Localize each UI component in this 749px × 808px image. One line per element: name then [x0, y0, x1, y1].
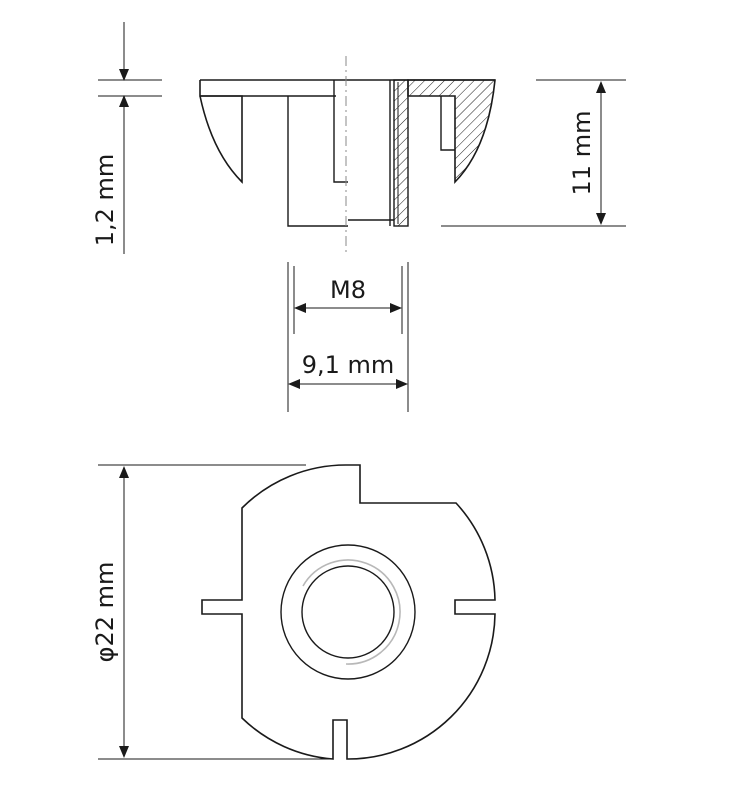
thread-label: M8	[330, 276, 366, 304]
flange-thickness-label: 1,2 mm	[91, 154, 119, 247]
height-dimension: 11 mm	[441, 79, 626, 227]
thread-bore-circle	[301, 565, 395, 659]
height-label: 11 mm	[568, 111, 596, 196]
flange-outline	[201, 464, 496, 760]
top-view	[201, 464, 496, 760]
flange-left-spike	[199, 80, 243, 184]
thread-hatch	[393, 79, 409, 227]
flange-right-section	[407, 79, 496, 184]
shank-slot	[333, 80, 348, 183]
shank-diameter-dimension: 9,1 mm	[287, 262, 409, 412]
flange-thickness-dimension: 1,2 mm	[91, 22, 162, 254]
shank-outer-circle	[280, 544, 416, 680]
flange-diameter-label: φ22 mm	[91, 562, 119, 663]
shank-left-wall	[287, 96, 348, 227]
right-spike-inner	[440, 96, 455, 151]
thread-section	[348, 79, 409, 227]
flange-diameter-dimension: φ22 mm	[91, 464, 333, 760]
shank-diameter-label: 9,1 mm	[302, 351, 395, 379]
side-view	[199, 56, 496, 254]
thread-arc	[302, 559, 401, 665]
thread-dimension: M8	[293, 266, 403, 334]
